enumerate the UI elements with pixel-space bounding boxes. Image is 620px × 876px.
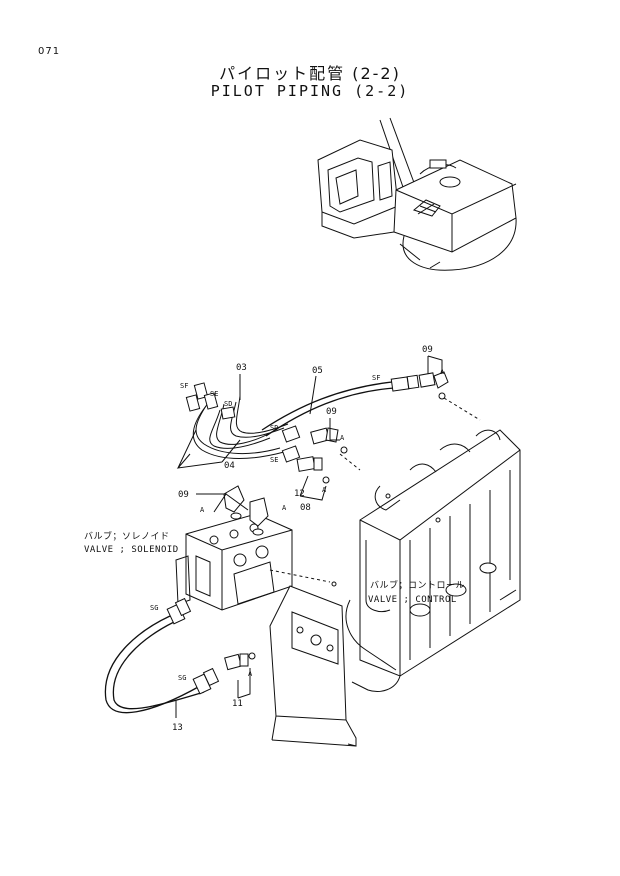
page-title-en: PILOT PIPING (2-2) xyxy=(210,82,410,100)
page-number: 071 xyxy=(38,46,61,57)
part-labels: 03 05 09 04 09 12 08 09 11 13 SF SF SE S… xyxy=(150,345,445,733)
label-09-top: 09 xyxy=(422,345,433,355)
hose-13 xyxy=(104,597,249,714)
mounting-bracket xyxy=(269,585,357,747)
label-sg-top: SG xyxy=(150,604,158,612)
label-a-5: A xyxy=(282,504,287,512)
label-a-4: A xyxy=(200,506,205,514)
pilot-hoses xyxy=(185,371,449,472)
leader-lines xyxy=(175,355,443,718)
label-11: 11 xyxy=(232,699,243,709)
solenoid-valve-label-jp: バルブ；ソレノイド xyxy=(84,530,170,542)
label-se-mid: SE xyxy=(270,456,278,464)
label-se-top: SE xyxy=(210,390,218,398)
label-04: 04 xyxy=(224,461,235,471)
solenoid-valve-label-en: VALVE ; SOLENOID xyxy=(84,545,179,555)
label-09-mid: 09 xyxy=(326,407,337,417)
label-sd-mid: SD xyxy=(270,424,278,432)
label-sd-top: SD xyxy=(224,400,232,408)
solenoid-valve xyxy=(175,485,293,611)
label-a-1: A xyxy=(440,368,445,376)
label-sg-bottom: SG xyxy=(178,674,186,682)
page-title-jp: パイロット配管 (2-2) xyxy=(219,64,401,83)
callouts: バルブ；ソレノイド VALVE ; SOLENOID バルブ；コントロール VA… xyxy=(84,530,465,605)
label-sf-top: SF xyxy=(180,382,188,390)
label-a-2: A xyxy=(340,434,345,442)
control-valve-label-en: VALVE ; CONTROL xyxy=(368,595,457,605)
control-valve xyxy=(345,429,521,692)
label-a-3: A xyxy=(322,486,327,494)
label-05: 05 xyxy=(312,366,323,376)
label-13: 13 xyxy=(172,723,183,733)
control-valve-label-jp: バルブ；コントロール xyxy=(370,579,465,591)
excavator-inset-icon xyxy=(317,117,517,271)
label-09-left: 09 xyxy=(178,490,189,500)
label-08: 08 xyxy=(300,503,311,513)
label-sf-right: SF xyxy=(372,374,380,382)
label-12: 12 xyxy=(294,489,305,499)
label-03: 03 xyxy=(236,363,247,373)
orings xyxy=(248,392,481,660)
label-a-6: A xyxy=(248,670,253,678)
